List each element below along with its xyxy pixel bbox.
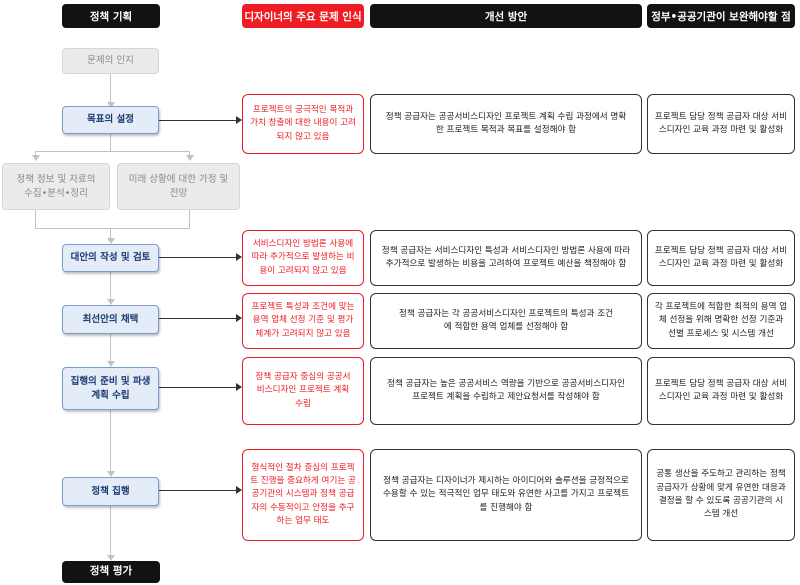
connector — [35, 151, 36, 157]
arrow-down-icon — [32, 155, 40, 161]
connector — [110, 506, 111, 559]
problem-box-1: 프로젝트의 궁극적인 목적과 가치 창출에 대한 내용이 고려되지 않고 있음 — [242, 94, 364, 154]
improvement-box-1: 정책 공급자는 공공서비스디자인 프로젝트 계획 수립 과정에서 명확한 프로젝… — [370, 94, 642, 154]
header-improvements: 개선 방안 — [370, 4, 642, 28]
connector — [35, 151, 190, 152]
arrow-right-icon — [236, 314, 242, 322]
step-info-collection: 정책 정보 및 자료의 수집•분석•정리 — [2, 163, 110, 210]
step-execution-plan: 집행의 준비 및 파생 계획 수립 — [62, 367, 159, 410]
arrow-down-icon — [186, 155, 194, 161]
arrow-down-icon — [107, 238, 115, 244]
step-evaluation: 정책 평가 — [62, 561, 160, 583]
problem-box-2: 서비스디자인 방법론 사용에 따라 추가적으로 발생하는 비용이 고려되지 않고… — [242, 230, 364, 286]
problem-box-5: 형식적인 절차 중심의 프로젝트 진행을 중요하게 여기는 공공기관의 시스템과… — [242, 449, 364, 541]
connector — [35, 228, 190, 229]
improvement-box-2: 정책 공급자는 서비스디자인 특성과 서비스디자인 방법론 사용에 따라 추가적… — [370, 230, 642, 286]
arrow-right-icon — [236, 383, 242, 391]
header-government-supplements: 정부•공공기관이 보완해야할 점 — [647, 4, 795, 28]
connector-to-problem — [158, 318, 236, 319]
problem-box-4: 정책 공급자 중심의 공공서비스디자인 프로젝트 계획 수립 — [242, 357, 364, 425]
improvement-box-3: 정책 공급자는 각 공공서비스디자인 프로젝트의 특성과 조건에 적합한 용역 … — [370, 293, 642, 349]
step-alternatives: 대안의 작성 및 검토 — [62, 244, 159, 272]
step-problem-awareness: 문제의 인지 — [62, 48, 159, 74]
connector — [110, 410, 111, 475]
connector — [110, 272, 111, 303]
arrow-right-icon — [236, 253, 242, 261]
connector — [189, 151, 190, 157]
supplement-box-4: 프로젝트 담당 정책 공급자 대상 서비스디자인 교육 과정 마련 및 활성화 — [647, 357, 795, 425]
arrow-down-icon — [107, 555, 115, 561]
step-future-forecast: 미래 상황에 대한 가정 및 전망 — [117, 163, 240, 210]
connector — [110, 74, 111, 106]
arrow-down-icon — [107, 299, 115, 305]
connector — [110, 228, 111, 242]
connector — [110, 134, 111, 151]
arrow-right-icon — [236, 486, 242, 494]
step-execution: 정책 집행 — [62, 477, 159, 506]
header-designer-problems: 디자이너의 주요 문제 인식 — [242, 4, 364, 28]
problem-box-3: 프로젝트 특성과 조건에 맞는 용역 업체 선정 기준 및 평가 체계가 고려되… — [242, 293, 364, 349]
header-policy-planning: 정책 기획 — [62, 4, 160, 28]
arrow-down-icon — [107, 471, 115, 477]
connector-to-problem — [158, 387, 236, 388]
step-best-choice: 최선안의 채택 — [62, 305, 159, 334]
connector-to-problem — [158, 257, 236, 258]
connector — [189, 210, 190, 228]
arrow-right-icon — [236, 116, 242, 124]
step-goal-setting: 목표의 설정 — [62, 106, 159, 134]
supplement-box-5: 공통 생산을 주도하고 관리하는 정책 공급자가 상황에 맞게 유연한 대응과 … — [647, 449, 795, 541]
arrow-down-icon — [107, 102, 115, 108]
supplement-box-3: 각 프로젝트에 적합한 최적의 용역 업체 선정을 위해 명확한 선정 기준과 … — [647, 293, 795, 349]
connector — [110, 334, 111, 365]
connector — [35, 210, 36, 228]
connector-to-problem — [158, 490, 236, 491]
supplement-box-2: 프로젝트 담당 정책 공급자 대상 서비스디자인 교육 과정 마련 및 활성화 — [647, 230, 795, 286]
arrow-down-icon — [107, 361, 115, 367]
connector-to-problem — [158, 120, 236, 121]
improvement-box-4: 정책 공급자는 높은 공공서비스 역량을 기반으로 공공서비스디자인 프로젝트 … — [370, 357, 642, 425]
supplement-box-1: 프로젝트 담당 정책 공급자 대상 서비스디자인 교육 과정 마련 및 활성화 — [647, 94, 795, 154]
improvement-box-5: 정책 공급자는 디자이너가 제시하는 아이디어와 솔루션을 긍정적으로 수용할 … — [370, 449, 642, 541]
